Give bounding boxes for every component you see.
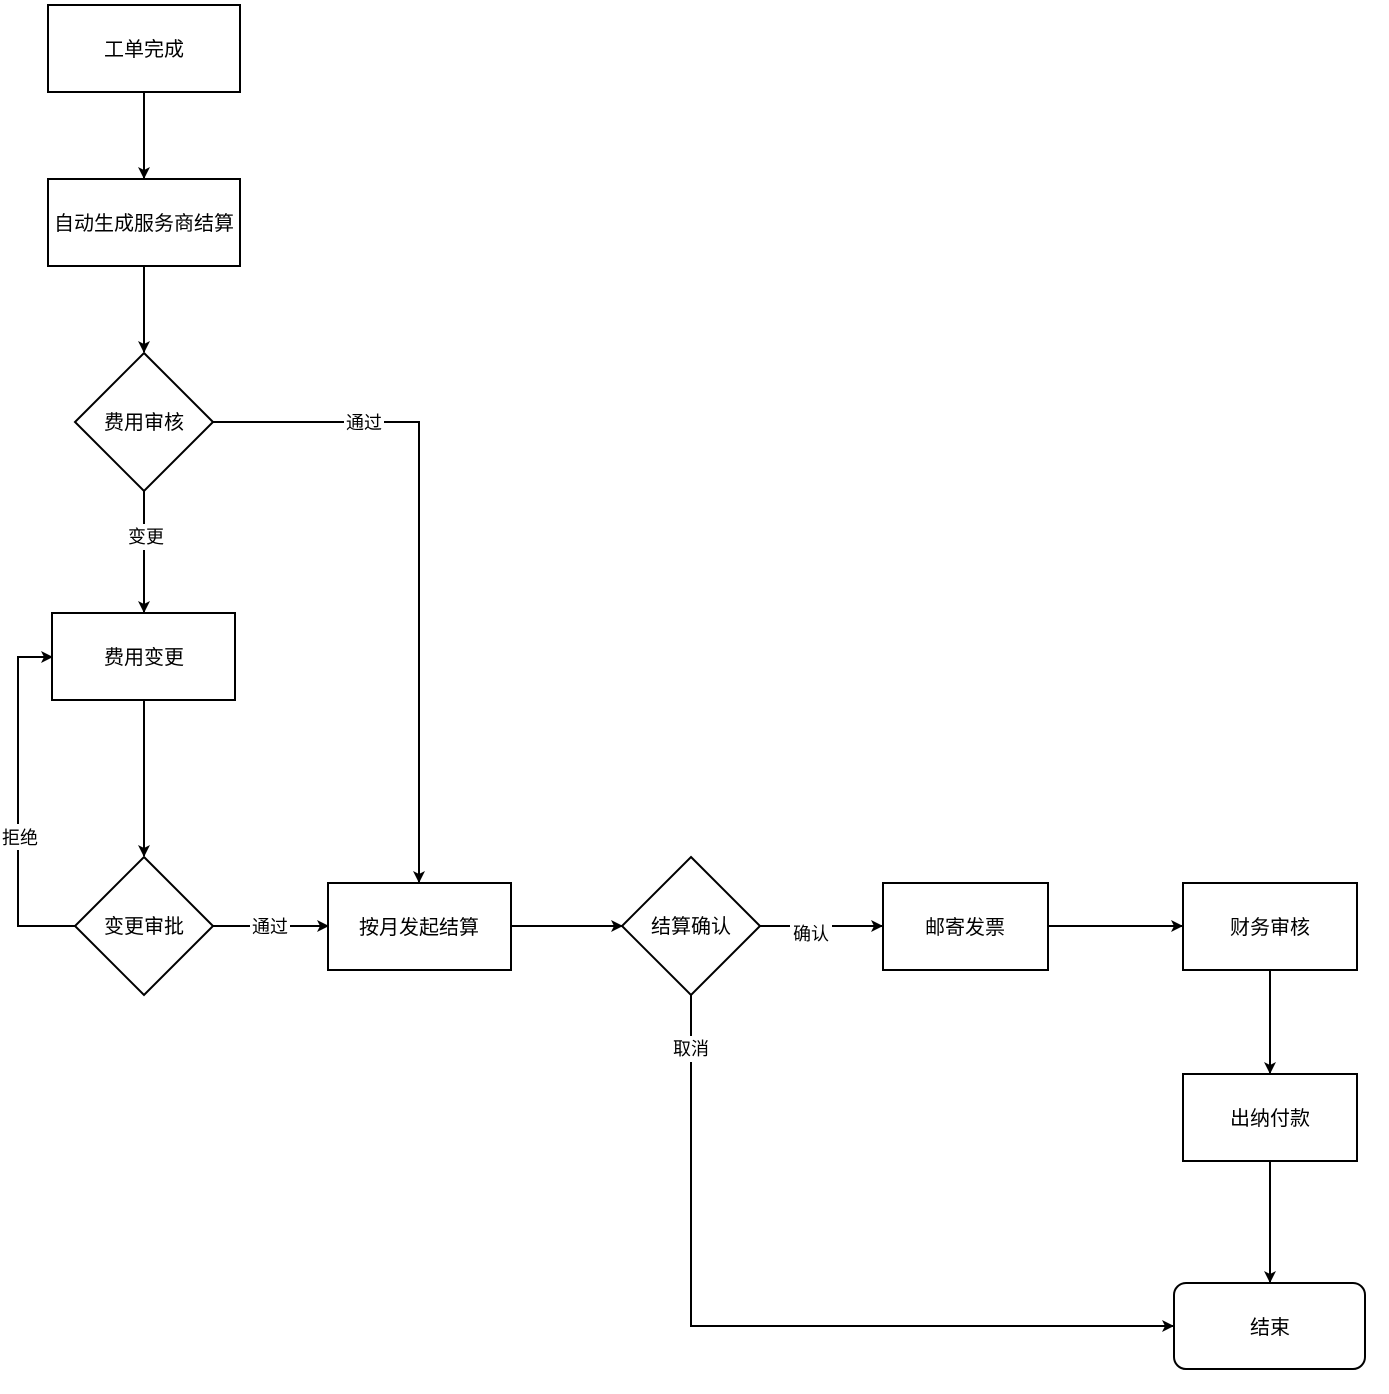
node-monthly-settlement: 按月发起结算 bbox=[327, 882, 512, 971]
svg-text:通过: 通过 bbox=[346, 413, 382, 434]
edge-fee-review-pass bbox=[213, 421, 425, 883]
svg-text:自动生成服务商结算: 自动生成服务商结算 bbox=[54, 211, 234, 235]
svg-text:工单完成: 工单完成 bbox=[104, 37, 184, 61]
node-auto-generate-settlement: 自动生成服务商结算 bbox=[47, 178, 241, 267]
svg-text:通过: 通过 bbox=[252, 917, 288, 938]
node-fee-change: 费用变更 bbox=[51, 612, 236, 701]
node-work-order-done: 工单完成 bbox=[47, 4, 241, 93]
edge-approval-reject bbox=[17, 651, 75, 927]
svg-text:结束: 结束 bbox=[1250, 1315, 1290, 1339]
edge-label-confirm-ok: 确认 bbox=[790, 920, 832, 946]
svg-text:结算确认: 结算确认 bbox=[651, 914, 731, 938]
edge-label-change-reject: 拒绝 bbox=[0, 824, 40, 850]
node-change-approval-decision: 变更审批 bbox=[73, 855, 215, 997]
svg-text:邮寄发票: 邮寄发票 bbox=[925, 915, 1005, 939]
edge-label-change-pass: 通过 bbox=[250, 914, 290, 938]
svg-text:拒绝: 拒绝 bbox=[2, 828, 38, 849]
svg-text:确认: 确认 bbox=[793, 924, 829, 945]
node-cashier-payment: 出纳付款 bbox=[1182, 1073, 1358, 1162]
svg-text:费用审核: 费用审核 bbox=[104, 410, 184, 434]
edge-confirm-cancel bbox=[690, 995, 1174, 1332]
svg-text:按月发起结算: 按月发起结算 bbox=[359, 915, 479, 939]
svg-text:变更: 变更 bbox=[128, 527, 164, 548]
edge-label-fee-review-pass: 通过 bbox=[344, 410, 384, 434]
svg-text:财务审核: 财务审核 bbox=[1230, 915, 1310, 939]
edge-label-fee-review-change: 变更 bbox=[125, 524, 167, 550]
svg-text:变更审批: 变更审批 bbox=[104, 914, 184, 938]
node-mail-invoice: 邮寄发票 bbox=[882, 882, 1049, 971]
svg-text:取消: 取消 bbox=[673, 1039, 709, 1060]
svg-text:费用变更: 费用变更 bbox=[104, 645, 184, 669]
node-fee-review-decision: 费用审核 bbox=[73, 351, 215, 493]
node-end: 结束 bbox=[1173, 1282, 1366, 1370]
node-finance-review: 财务审核 bbox=[1182, 882, 1358, 971]
svg-text:出纳付款: 出纳付款 bbox=[1230, 1106, 1310, 1130]
node-settlement-confirm-decision: 结算确认 bbox=[620, 855, 762, 997]
edge-label-confirm-cancel: 取消 bbox=[670, 1036, 712, 1062]
